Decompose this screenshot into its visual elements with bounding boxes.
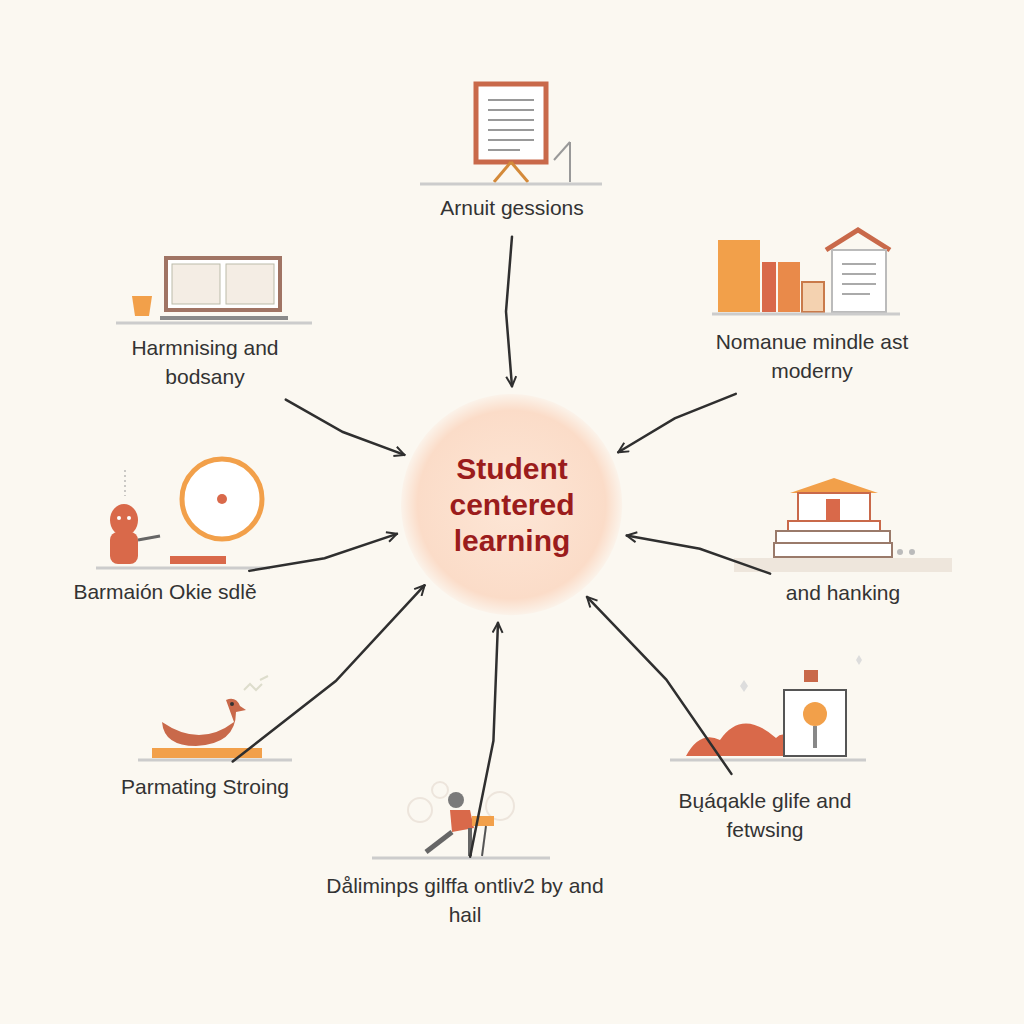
arrow-connector <box>286 400 405 455</box>
topic-label: Bųáqakle glife and fetwsing <box>670 782 860 849</box>
arrow-connector <box>249 534 397 571</box>
figure-wheel-icon <box>96 459 270 568</box>
hub-circle: Student centered learning <box>401 394 622 615</box>
topic-text: and hanking <box>786 578 900 607</box>
hub-title: Student centered learning <box>429 451 594 559</box>
topic-text: Parmating Stroing <box>121 772 289 801</box>
landscape-icon <box>670 655 866 760</box>
topic-text: Nomanue mindle ast moderny <box>703 327 921 386</box>
topic-label: Dåliminps gilffa ontliv2 by and hail <box>315 867 615 934</box>
topic-label: Parmating Stroing <box>115 768 295 805</box>
topic-text: Arnuit gessions <box>440 193 584 222</box>
arrow-connector <box>233 585 425 761</box>
hub-fill <box>401 394 622 615</box>
topic-label: Harmnising and bodsany <box>115 329 295 396</box>
duck-icon <box>138 676 292 760</box>
house-icon <box>734 478 952 572</box>
topic-text: Dåliminps gilffa ontliv2 by and hail <box>321 871 609 930</box>
monitor-icon <box>116 258 312 323</box>
topic-label: Arnuit gessions <box>434 189 590 226</box>
arrow-connector <box>470 623 498 857</box>
topic-label: Nomanue mindle ast moderny <box>697 323 927 390</box>
topic-text: Bųáqakle glife and fetwsing <box>676 786 854 845</box>
person-icon <box>372 782 550 858</box>
arrow-connector <box>587 597 731 774</box>
topic-text: Barmaión Okie sdlě <box>73 577 256 606</box>
topic-label: Barmaión Okie sdlě <box>67 573 262 610</box>
document-icon <box>420 84 602 184</box>
books-icon <box>712 230 900 314</box>
arrow-connector <box>506 237 512 387</box>
arrow-connector <box>618 394 736 452</box>
arrow-connector <box>627 535 771 573</box>
topic-text: Harmnising and bodsany <box>121 333 289 392</box>
topic-label: and hanking <box>780 574 906 611</box>
